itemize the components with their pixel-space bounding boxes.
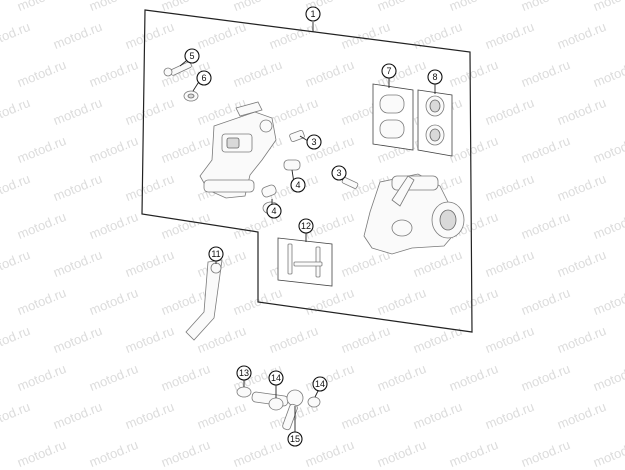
slide-pin-lower: [261, 184, 277, 198]
kit-outline: [141, 9, 473, 333]
pin-kit-box: [277, 237, 333, 287]
callout-13: 13: [236, 365, 252, 381]
bushing: [236, 386, 252, 398]
svg-text:15: 15: [290, 434, 300, 444]
callout-8: 8: [427, 69, 443, 85]
callout-4-upper: 4: [290, 177, 306, 193]
bolt-pin: [163, 61, 192, 77]
piston-set-box: [417, 89, 453, 157]
brake-pads-box: [372, 83, 414, 151]
svg-text:8: 8: [432, 72, 437, 82]
svg-text:6: 6: [201, 73, 206, 83]
svg-text:5: 5: [189, 51, 194, 61]
svg-text:14: 14: [315, 379, 325, 389]
callout-11: 11: [208, 246, 224, 262]
washer-nut: [183, 90, 199, 102]
brake-lever-rod: [185, 259, 223, 341]
callout-4-lower: 4: [266, 203, 282, 219]
svg-text:4: 4: [271, 206, 276, 216]
svg-text:3: 3: [336, 168, 341, 178]
callout-3-upper: 3: [306, 134, 322, 150]
callout-14-right: 14: [312, 376, 328, 392]
svg-text:3: 3: [311, 137, 316, 147]
spring-clip-right: [341, 177, 359, 189]
slide-pin-upper: [283, 159, 301, 171]
callout-12: 12: [298, 218, 314, 234]
callout-5: 5: [184, 48, 200, 64]
caliper-bracket: [199, 101, 277, 199]
callout-14-left: 14: [268, 370, 284, 386]
svg-text:1: 1: [310, 9, 315, 19]
washer-right: [307, 396, 321, 408]
pivot-shaft: [251, 391, 289, 411]
svg-text:4: 4: [295, 180, 300, 190]
svg-text:12: 12: [301, 221, 311, 231]
callout-3-right: 3: [331, 165, 347, 181]
svg-text:14: 14: [271, 373, 281, 383]
pivot-bolt: [282, 389, 304, 431]
callout-15: 15: [287, 431, 303, 447]
callout-6: 6: [196, 70, 212, 86]
svg-text:7: 7: [386, 66, 391, 76]
caliper-body: [363, 173, 465, 255]
callout-1: 1: [305, 6, 321, 22]
callout-7: 7: [381, 63, 397, 79]
svg-text:13: 13: [239, 368, 249, 378]
svg-text:11: 11: [211, 249, 220, 259]
spring-clip-upper: [289, 130, 305, 142]
